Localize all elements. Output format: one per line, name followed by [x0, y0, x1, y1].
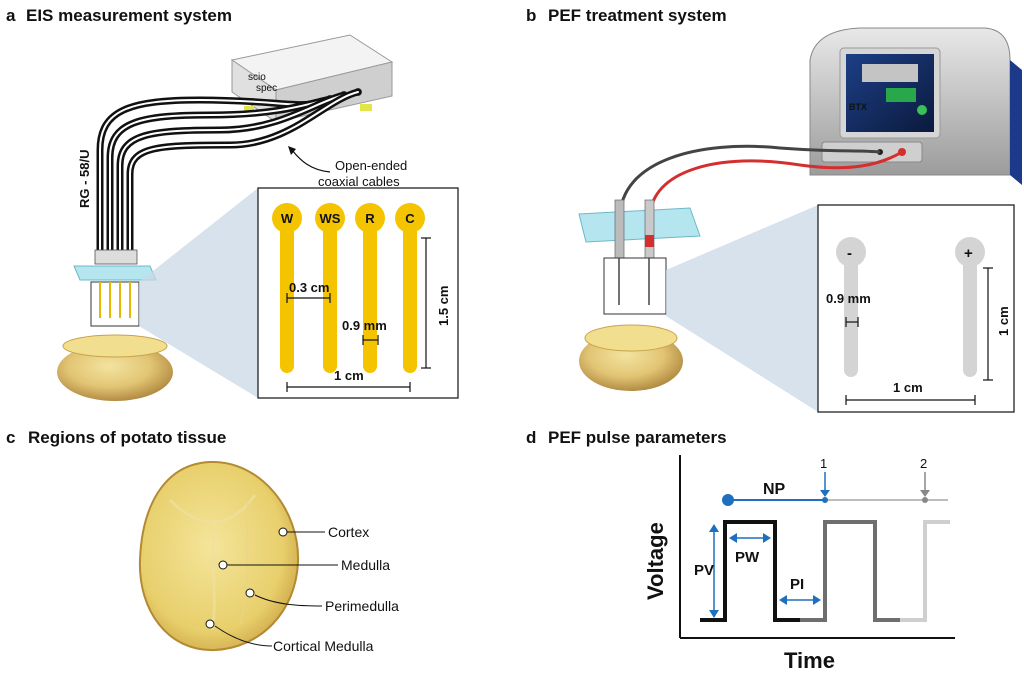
electrode-holder — [73, 265, 157, 281]
panel-a: a EIS measurement system scio spec — [6, 6, 459, 401]
marker-arrowhead-1 — [820, 490, 830, 497]
panel-b-title: PEF treatment system — [548, 6, 727, 25]
pef-sample-chamber — [603, 257, 667, 315]
screen-panel — [862, 64, 918, 82]
device-foot — [360, 104, 372, 111]
np-label: NP — [763, 481, 786, 498]
pef-dim-total-label: 1 cm — [893, 380, 923, 395]
pw-arrowhead-right — [763, 533, 771, 543]
device-brand-1: scio — [248, 72, 266, 83]
pef-device: BTX — [809, 27, 1022, 185]
eis-dimension-lines — [286, 237, 431, 392]
np-marker-dot — [922, 497, 928, 503]
pef-electrode-holder — [578, 207, 701, 243]
dim-width-label: 0.9 mm — [342, 318, 387, 333]
pv-arrowhead-bottom — [709, 610, 719, 618]
electrode-positive-band — [645, 235, 654, 247]
pulse-axes — [679, 455, 955, 639]
eis-electrode-c: C — [395, 203, 425, 373]
electrode-label-c: C — [405, 211, 415, 226]
panel-d-letter: d — [526, 428, 536, 447]
device-brand: BTX — [849, 102, 867, 112]
pi-arrowhead-right — [813, 595, 821, 605]
electrode-sign-negative: - — [847, 245, 852, 262]
pv-label: PV — [694, 562, 714, 579]
np-start-dot — [722, 494, 734, 506]
zoom-cone — [666, 205, 818, 412]
sensor-tip — [90, 281, 140, 327]
electrode-head — [395, 203, 425, 233]
pef-electrode-positive: + — [955, 237, 985, 377]
region-label-cortex: Cortex — [328, 524, 369, 540]
coaxial-cables — [96, 88, 362, 254]
marker-arrowhead-2 — [920, 490, 930, 497]
pw-arrowhead-left — [729, 533, 737, 543]
panel-d-title: PEF pulse parameters — [548, 428, 727, 447]
screen-button — [886, 88, 916, 102]
electrode-sign-positive: + — [964, 245, 973, 262]
region-label-perimedulla: Perimedulla — [325, 598, 399, 614]
panel-b-letter: b — [526, 6, 536, 25]
lead-positive — [648, 150, 903, 219]
callout-line-1: Open-ended — [335, 158, 407, 173]
region-label-cortical-medulla: Cortical Medulla — [273, 638, 374, 654]
pulse-3-wave — [900, 520, 950, 622]
pef-electrode-negative: - — [836, 237, 866, 377]
device-foot — [244, 106, 254, 112]
panel-a-letter: a — [6, 6, 16, 25]
dim-height-label: 1.5 cm — [436, 286, 451, 326]
pulse-marker-2: 2 — [920, 456, 927, 471]
potato-half-a — [57, 334, 173, 401]
panel-c-title: Regions of potato tissue — [28, 428, 226, 447]
panel-d: d PEF pulse parameters Voltage Time NP 1… — [526, 428, 955, 673]
lead-negative — [618, 144, 881, 219]
electrode-head — [272, 203, 302, 233]
electrode-positive-body — [644, 199, 655, 259]
callout-line — [291, 149, 331, 173]
cable-ferrules — [94, 249, 138, 265]
cable-type-label: RG - 58/U — [77, 149, 92, 208]
medulla-vein — [210, 519, 217, 631]
pw-label: PW — [735, 549, 760, 566]
region-pointers — [205, 527, 338, 647]
panel-b: b PEF treatment system BTX — [526, 6, 1022, 413]
pef-dim-height-label: 1 cm — [996, 306, 1011, 336]
eis-electrode-r: R — [355, 203, 385, 373]
pulse-1-wave — [700, 520, 800, 622]
panel-c: c Regions of potato tissue Cortex Medull… — [6, 428, 399, 654]
electrode-negative-body — [614, 199, 625, 259]
screen-indicator — [917, 105, 927, 115]
electrode-label-r: R — [365, 211, 375, 226]
electrode-head — [355, 203, 385, 233]
pulse-2-wave — [800, 520, 900, 622]
electrode-label-ws: WS — [320, 211, 341, 226]
pi-label: PI — [790, 576, 804, 593]
medulla-vein — [239, 499, 249, 626]
callout-line-2: coaxial cables — [318, 174, 400, 189]
pi-arrowhead-left — [779, 595, 787, 605]
pulse-ylabel: Voltage — [643, 522, 668, 600]
panel-c-letter: c — [6, 428, 15, 447]
pef-dim-width-label: 0.9 mm — [826, 291, 871, 306]
callout-arrowhead — [288, 146, 296, 155]
pulse-marker-1: 1 — [820, 456, 827, 471]
device-brand-2: spec — [256, 83, 277, 94]
potato-half-b — [579, 324, 683, 391]
electrode-label-w: W — [281, 211, 294, 226]
device-side — [1010, 60, 1022, 185]
pef-dimension-lines — [845, 267, 993, 405]
dim-total-label: 1 cm — [334, 368, 364, 383]
panel-a-title: EIS measurement system — [26, 6, 232, 25]
zoom-cone — [139, 188, 258, 398]
pv-arrowhead-top — [709, 524, 719, 532]
np-marker-dot — [822, 497, 828, 503]
region-label-medulla: Medulla — [341, 557, 390, 573]
dim-spacing-label: 0.3 cm — [289, 280, 329, 295]
electrode-head — [315, 203, 345, 233]
potato-cross-section — [138, 460, 300, 652]
pulse-xlabel: Time — [784, 648, 835, 673]
